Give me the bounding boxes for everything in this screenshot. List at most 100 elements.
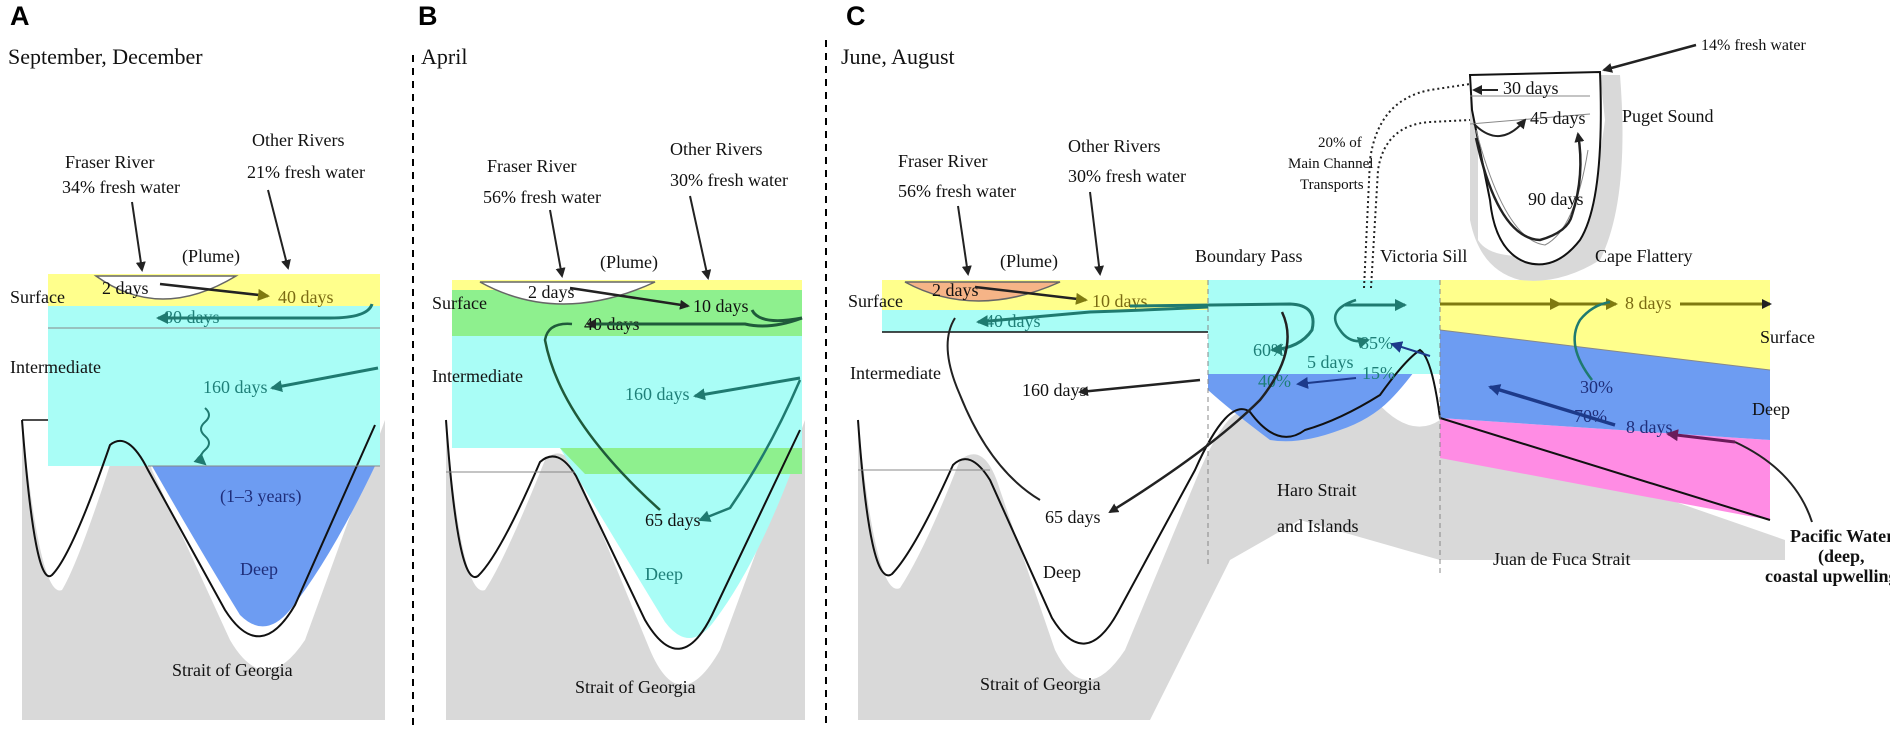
intermediate-layer-a xyxy=(48,306,380,466)
season-label: September, December xyxy=(8,44,203,69)
panel-letter: C xyxy=(846,1,866,31)
season-label: June, August xyxy=(841,44,955,69)
other-share-label: 30% fresh water xyxy=(1068,166,1186,186)
other-share-label: 21% fresh water xyxy=(247,162,365,182)
juan-upward-arrow xyxy=(1573,300,1611,381)
puget-fresh-arrow xyxy=(1602,43,1697,73)
puget-basin xyxy=(1468,70,1602,266)
puget-90-arrow xyxy=(1570,132,1585,216)
fraser-share-label: 56% fresh water xyxy=(483,187,601,207)
puget-link-dotted-2 xyxy=(1370,119,1471,289)
plume-label: (Plume) xyxy=(600,252,658,273)
intermediate-time: 160 days xyxy=(203,377,268,397)
fraser-river-label: Fraser River xyxy=(487,156,576,176)
fraser-inflow-arrow xyxy=(957,205,972,276)
main-channel-line1: 20% of xyxy=(1318,135,1362,151)
return-flow-arrow xyxy=(156,303,374,324)
panel-c: C June, August Fraser River 56% fresh wa… xyxy=(841,1,1890,720)
deep-right-label: Deep xyxy=(1752,399,1790,419)
season-label: April xyxy=(421,44,467,69)
layer-surface: Surface xyxy=(10,287,65,307)
sog-deep-loop xyxy=(946,317,1041,501)
plume-time: 2 days xyxy=(102,278,149,298)
pct-85: 85% xyxy=(1360,333,1393,353)
basin-outline-b xyxy=(445,419,801,650)
sill-return-arrow xyxy=(1333,298,1370,349)
juan-label: Juan de Fuca Strait xyxy=(1493,549,1630,569)
fraser-inflow-arrow xyxy=(549,209,566,278)
sog-to-intermediate-arrow xyxy=(1078,378,1201,397)
other-inflow-arrow xyxy=(267,189,291,270)
pacific-line2: (deep, xyxy=(1818,546,1865,567)
puget-label: Puget Sound xyxy=(1622,106,1714,126)
return-time: 40 days xyxy=(985,311,1041,331)
panel-letter: B xyxy=(418,1,438,31)
other-rivers-label: Other Rivers xyxy=(252,130,344,150)
plume-a xyxy=(93,275,239,300)
plume-label: (Plume) xyxy=(1000,251,1058,272)
layer-deep: Deep xyxy=(1043,562,1081,582)
sog-deep-to-65 xyxy=(1108,311,1289,514)
pacific-line3: coastal upwelling) xyxy=(1765,566,1890,587)
deep-to-haro-arrow xyxy=(1390,341,1431,357)
panel-a: A September, December Fraser River 34% f… xyxy=(8,1,385,720)
deep-upwelling-arrow xyxy=(543,322,661,511)
sill-time: 5 days xyxy=(1307,352,1354,372)
plume-flow-arrow xyxy=(569,286,690,310)
fraser-river-label: Fraser River xyxy=(898,151,987,171)
basin-name: Strait of Georgia xyxy=(172,660,293,680)
plume-b xyxy=(479,281,656,305)
fraser-share-label: 34% fresh water xyxy=(62,177,180,197)
puget-deep-loop xyxy=(1474,137,1574,242)
juan-deep-layer xyxy=(1440,330,1770,440)
layer-intermediate: Intermediate xyxy=(432,366,523,386)
fraser-share-label: 56% fresh water xyxy=(898,181,1016,201)
juan-deep-inflow-arrow xyxy=(1488,384,1616,427)
intermediate-time: 160 days xyxy=(1022,380,1087,400)
pct-30: 30% xyxy=(1580,377,1613,397)
plume-time: 2 days xyxy=(528,282,575,302)
puget-45: 45 days xyxy=(1530,108,1586,128)
plume-time: 2 days xyxy=(932,280,979,300)
puget-fresh-label: 14% fresh water xyxy=(1701,37,1807,54)
main-channel-line2: Main Channel xyxy=(1288,156,1373,172)
intermediate-layer-b xyxy=(452,336,802,448)
surface-time: 10 days xyxy=(693,296,749,316)
basin-outline-a xyxy=(21,419,376,638)
puget-30: 30 days xyxy=(1503,78,1559,98)
seabed-b xyxy=(446,420,805,720)
return-flow-arrow xyxy=(976,305,1209,328)
inflow-time: 8 days xyxy=(1626,417,1673,437)
plume-flow-arrow xyxy=(159,282,270,301)
layer-deep: Deep xyxy=(240,559,278,579)
main-channel-line3: Transports xyxy=(1300,177,1364,193)
intermediate-flow-arrow xyxy=(270,366,379,393)
pacific-line1: Pacific Water xyxy=(1790,526,1890,546)
other-rivers-label: Other Rivers xyxy=(1068,136,1160,156)
other-inflow-arrow xyxy=(1089,191,1104,276)
deep-time: 65 days xyxy=(645,510,701,530)
puget-90: 90 days xyxy=(1528,189,1584,209)
other-inflow-arrow xyxy=(689,195,712,280)
intermediate-time: 160 days xyxy=(625,384,690,404)
pacific-arrow xyxy=(1666,429,1736,444)
intermediate-flow-arrow xyxy=(693,376,801,401)
boundary-pass-label: Boundary Pass xyxy=(1195,246,1303,266)
haro-label-2: and Islands xyxy=(1277,516,1358,536)
fraser-inflow-arrow xyxy=(131,201,146,272)
panel-b: B April Fraser River 56% fresh water Oth… xyxy=(418,1,805,720)
pct-15: 15% xyxy=(1362,363,1395,383)
surface-time: 40 days xyxy=(278,287,334,307)
green-band-deep-b xyxy=(560,448,802,474)
pct15-arrow xyxy=(1296,377,1357,389)
layer-intermediate: Intermediate xyxy=(10,357,101,377)
fraser-river-label: Fraser River xyxy=(65,152,154,172)
deep-layer-a xyxy=(152,466,375,627)
pacific-callout xyxy=(1734,441,1813,523)
seabed-a xyxy=(22,420,385,720)
basin-name: Strait of Georgia xyxy=(980,674,1101,694)
deep-layer-b xyxy=(560,448,800,639)
deep-inflow-arrow xyxy=(698,379,802,522)
plume-flow-arrow xyxy=(974,285,1088,305)
